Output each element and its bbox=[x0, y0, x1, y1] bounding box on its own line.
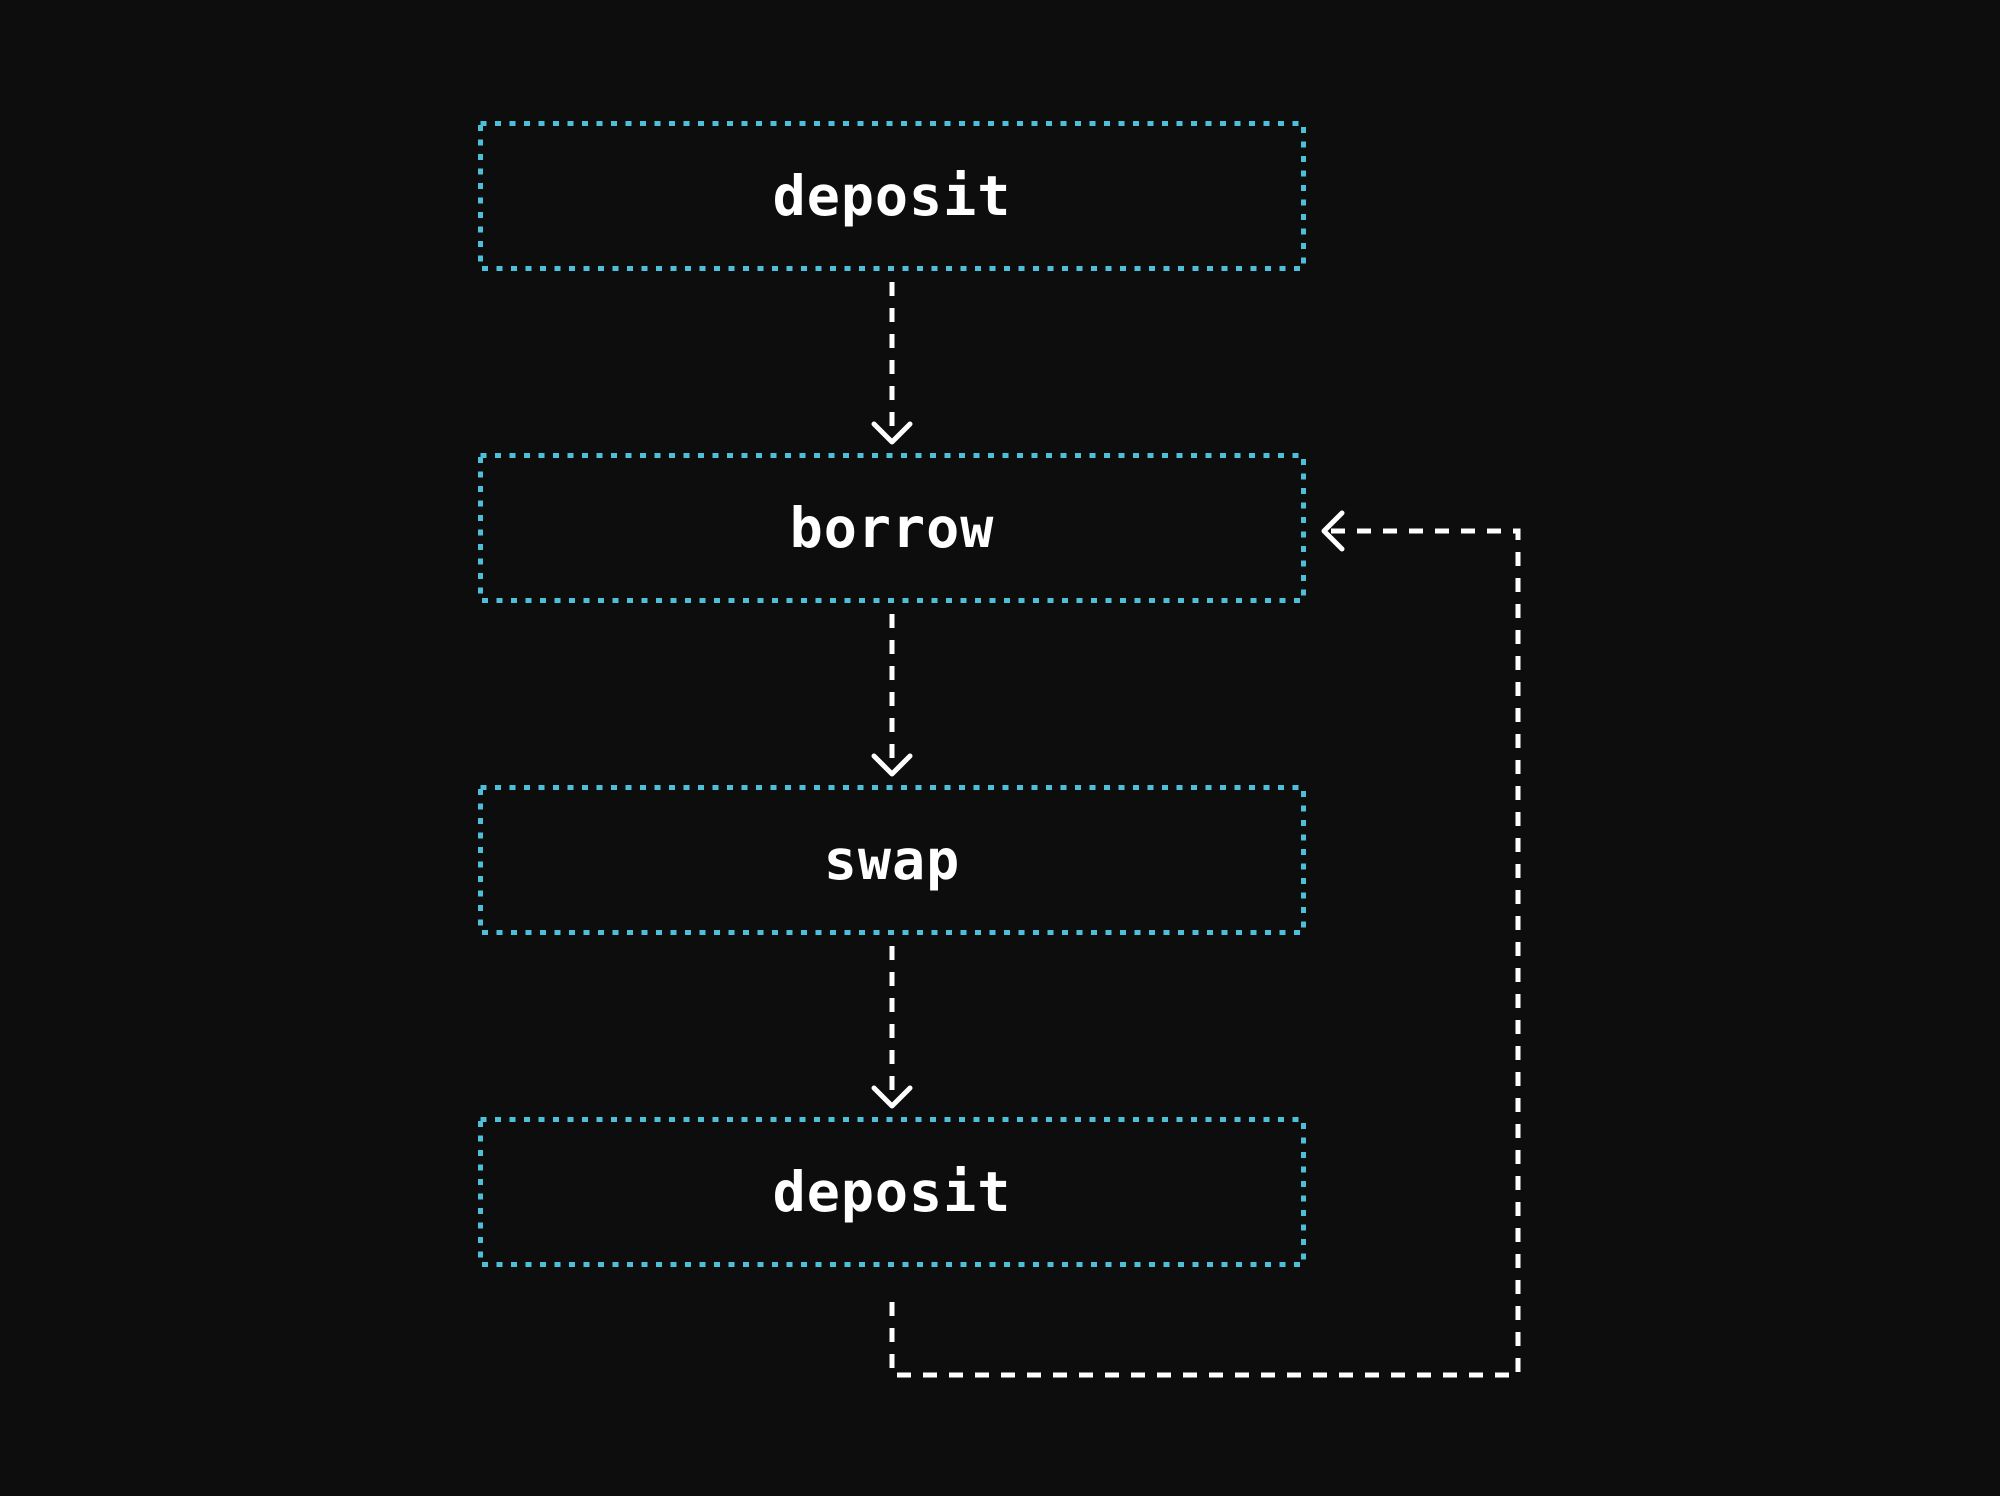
arrowhead-down-icon bbox=[871, 753, 913, 777]
node-swap: swap bbox=[478, 785, 1306, 935]
node-border bbox=[478, 121, 1306, 271]
node-border bbox=[478, 785, 1306, 935]
node-label: deposit bbox=[772, 1160, 1012, 1224]
arrowhead-down-icon bbox=[871, 1085, 913, 1109]
node-deposit-start: deposit bbox=[478, 121, 1306, 271]
node-label: deposit bbox=[772, 164, 1012, 228]
node-deposit-end: deposit bbox=[478, 1117, 1306, 1267]
node-borrow: borrow bbox=[478, 453, 1306, 603]
node-border bbox=[478, 1117, 1306, 1267]
node-label: swap bbox=[823, 828, 961, 892]
arrowhead-left-icon bbox=[1321, 510, 1345, 552]
node-label: borrow bbox=[789, 496, 995, 560]
node-border bbox=[478, 453, 1306, 603]
arrowhead-down-icon bbox=[871, 421, 913, 445]
